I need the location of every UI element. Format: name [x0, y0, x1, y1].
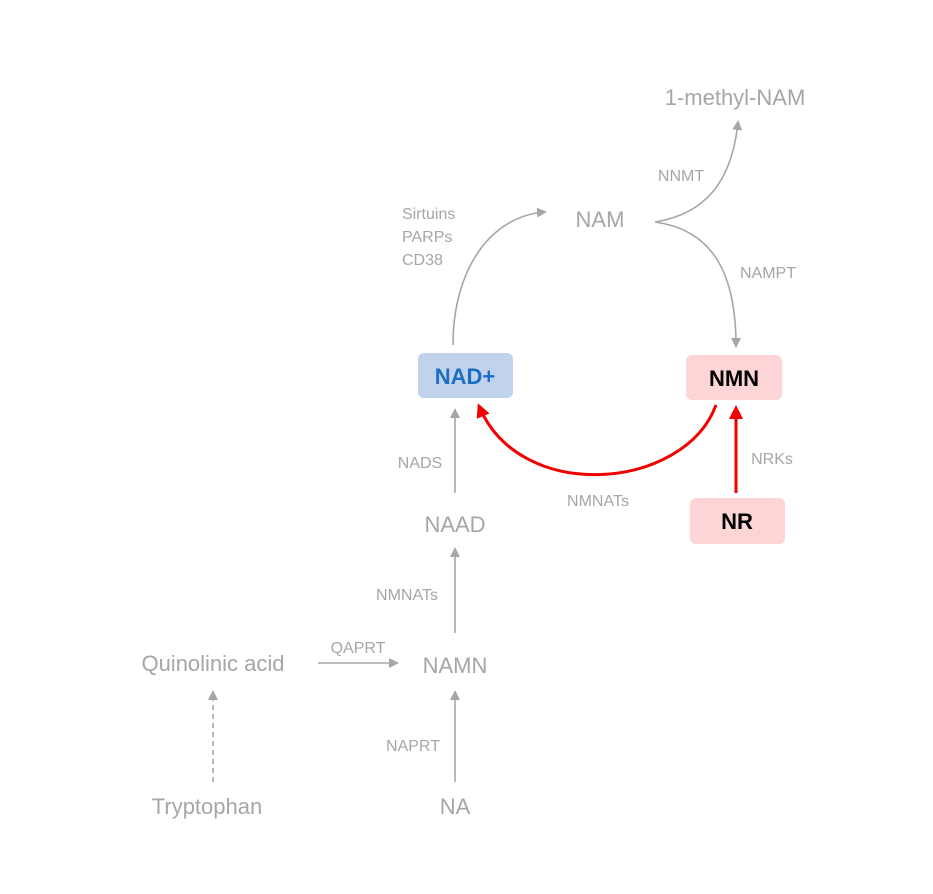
arrow-nmn-to-nad — [476, 403, 718, 476]
node-1-methyl-nam: 1-methyl-NAM — [665, 85, 806, 110]
arrow-nam-to-methyl-nam — [654, 120, 743, 223]
nad-box — [418, 353, 513, 398]
arrow-nad-to-nam — [452, 207, 547, 346]
node-nad: NAD+ — [435, 364, 496, 389]
node-nam: NAM — [576, 207, 625, 232]
enzyme-nnmt: NNMT — [658, 168, 704, 185]
enzyme-nampt: NAMPT — [740, 265, 796, 282]
node-nmn: NMN — [709, 366, 759, 391]
arrow-nam-to-nmn — [654, 221, 741, 348]
node-na: NA — [440, 794, 471, 819]
enzyme-nrks: NRKs — [751, 451, 793, 468]
node-nr: NR — [721, 509, 753, 534]
node-tryptophan: Tryptophan — [152, 794, 262, 819]
enzyme-sirtuins: Sirtuins — [402, 206, 455, 223]
enzyme-cd38: CD38 — [402, 252, 443, 269]
nmn-box — [686, 355, 782, 400]
enzyme-nmnats-red: NMNATs — [567, 493, 629, 510]
enzyme-qaprt: QAPRT — [331, 640, 386, 657]
enzyme-nmnats: NMNATs — [376, 587, 438, 604]
node-naad: NAAD — [424, 512, 485, 537]
node-quinolinic-acid: Quinolinic acid — [141, 651, 284, 676]
enzyme-parps: PARPs — [402, 229, 452, 246]
enzyme-naprt: NAPRT — [386, 738, 440, 755]
enzyme-nads: NADS — [398, 455, 442, 472]
node-namn: NAMN — [423, 653, 488, 678]
nr-box — [690, 498, 785, 544]
